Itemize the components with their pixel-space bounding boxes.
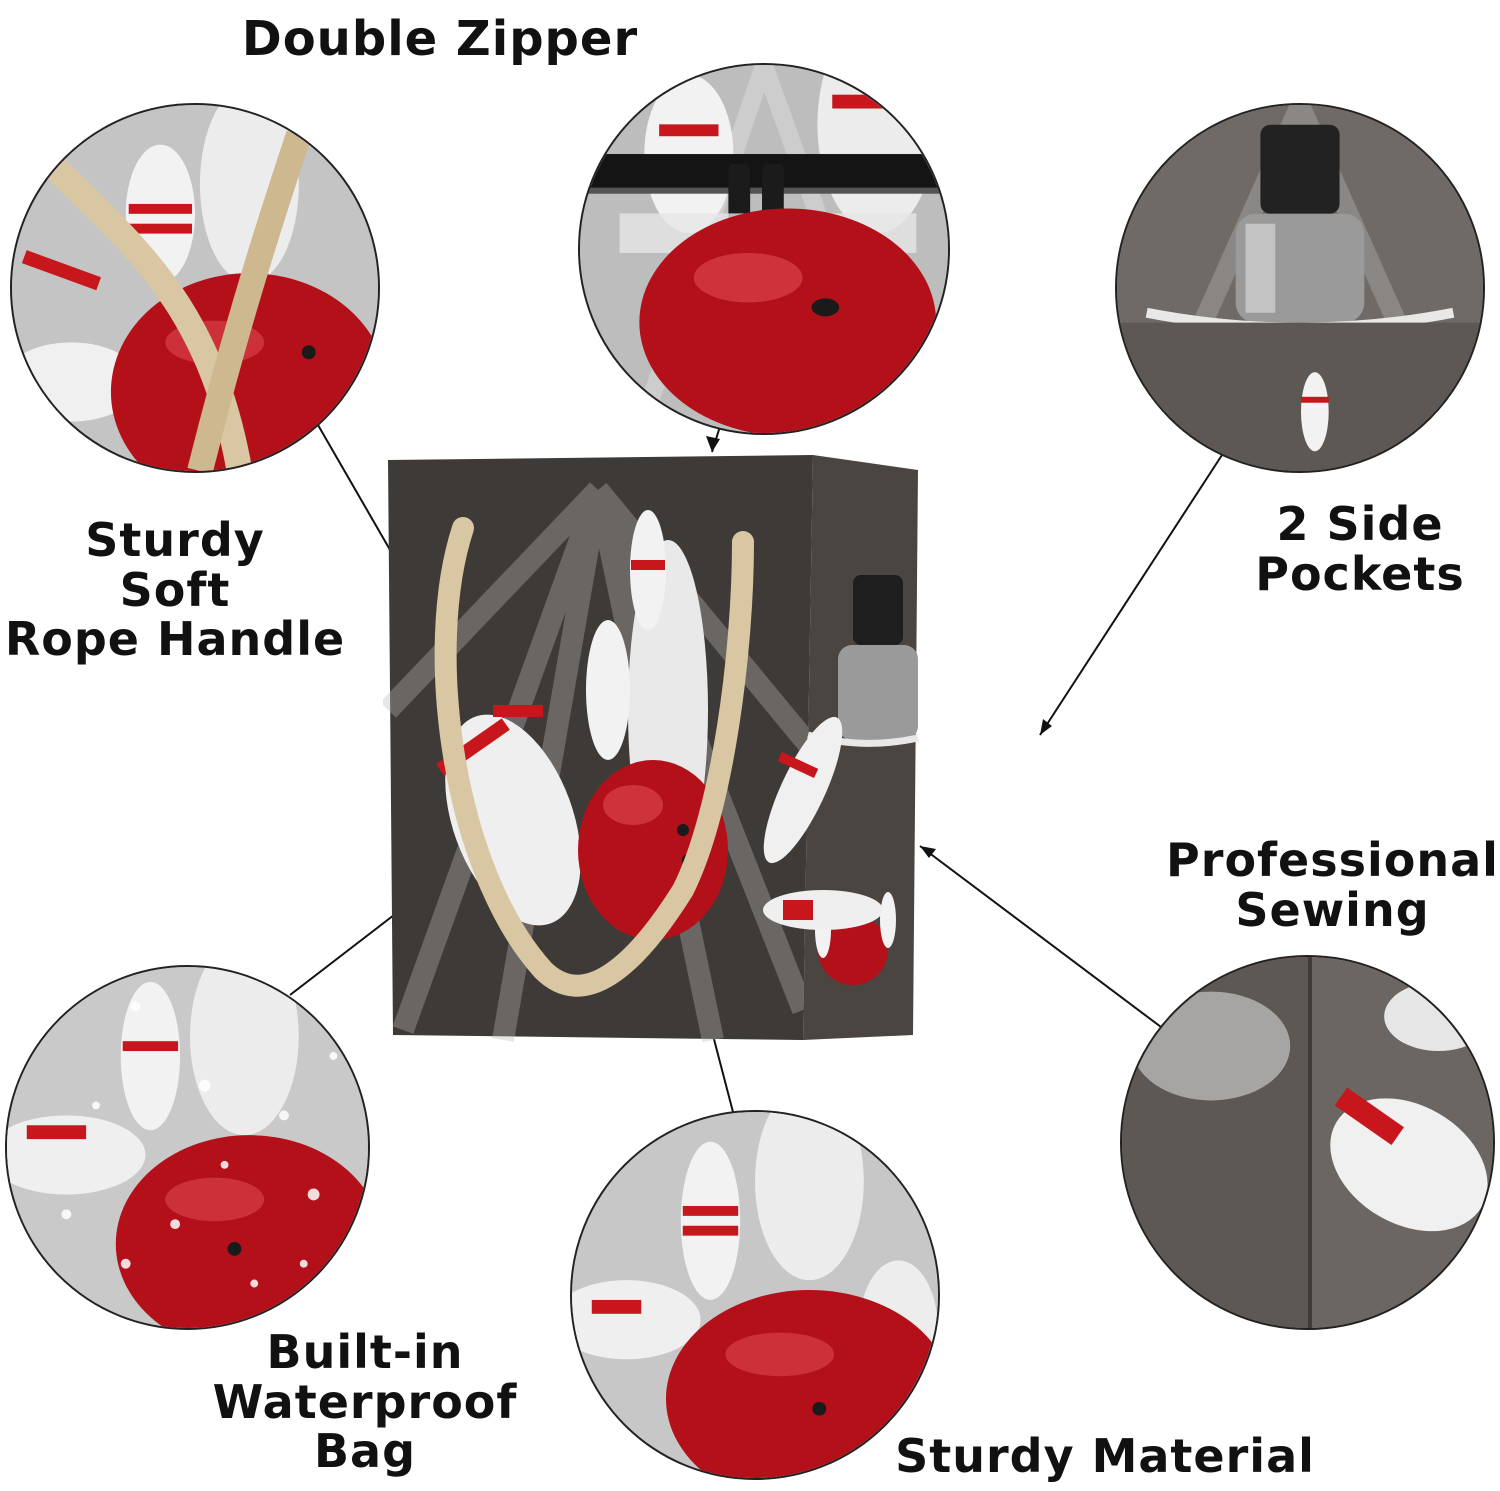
side-pockets-illustration [1117, 105, 1483, 471]
rope-handle-detail-circle [10, 103, 380, 473]
sturdy-material-label: Sturdy Material [880, 1429, 1330, 1483]
pin-shape [763, 890, 883, 930]
sewing-line-1: Professional [1166, 833, 1499, 887]
sturdy-material-text: Sturdy Material [895, 1429, 1315, 1483]
pin-shape [680, 1141, 741, 1300]
waterproof-line-2: Waterproof [212, 1374, 518, 1429]
side-pockets-line-2: Pockets [1255, 546, 1465, 601]
pin-shape [586, 620, 630, 760]
bowling-ball-shape [115, 1135, 368, 1328]
pin-shape [880, 892, 896, 948]
side-pockets-line-1: 2 Side [1276, 497, 1444, 551]
side-pockets-detail-circle [1115, 103, 1485, 473]
side-ball [818, 915, 888, 985]
pin-shape [120, 981, 181, 1131]
pin-shape [763, 716, 843, 864]
sewing-detail-circle [1120, 955, 1495, 1330]
rope-handle-line-3: Rope Handle [4, 612, 346, 667]
zipper-detail-circle [578, 63, 950, 435]
material-detail-circle [570, 1110, 940, 1480]
rope-handle-line-2: Soft [119, 562, 231, 617]
side-bottle-body [838, 645, 918, 740]
line-sewing [919, 845, 1166, 1031]
arrow-pockets [1040, 719, 1052, 735]
tote-bag-illustration [380, 455, 919, 1043]
rope-handle-line-1: Sturdy [85, 513, 265, 567]
tote-bag [380, 450, 923, 1050]
side-bottle-cap [853, 575, 903, 645]
material-illustration [572, 1112, 938, 1478]
pin-shape [755, 1112, 864, 1281]
line-pockets [1039, 454, 1223, 736]
bowling-ball-shape [639, 208, 937, 433]
bottle-cap [1260, 124, 1340, 214]
side-pockets-label: 2 Side Pockets [1240, 497, 1480, 601]
pin-shape [189, 967, 299, 1136]
rope-shape [187, 130, 312, 471]
pin-shape [1330, 1098, 1488, 1232]
pin-shape [1384, 981, 1493, 1051]
pin-shape [1300, 372, 1329, 452]
sewing-label: Professional Sewing [1165, 833, 1500, 937]
double-zipper-text: Double Zipper [241, 11, 639, 67]
rope-handle [434, 517, 754, 997]
bowling-ball-shape [666, 1290, 938, 1478]
waterproof-label: Built-in Waterproof Bag [195, 1325, 535, 1479]
waterproof-line-3: Bag [313, 1424, 417, 1479]
rope-handle-illustration [12, 105, 378, 471]
waterproof-illustration [7, 967, 368, 1328]
rope-handle-label: Sturdy Soft Rope Handle [0, 513, 350, 667]
sewing-illustration [1122, 957, 1493, 1328]
sewing-line-2: Sewing [1235, 882, 1430, 937]
double-zipper-label: Double Zipper [230, 11, 650, 67]
waterproof-line-1: Built-in [266, 1325, 464, 1379]
waterproof-detail-circle [5, 965, 370, 1330]
water-droplets [61, 1001, 338, 1288]
zipper-detail-illustration [580, 65, 948, 433]
